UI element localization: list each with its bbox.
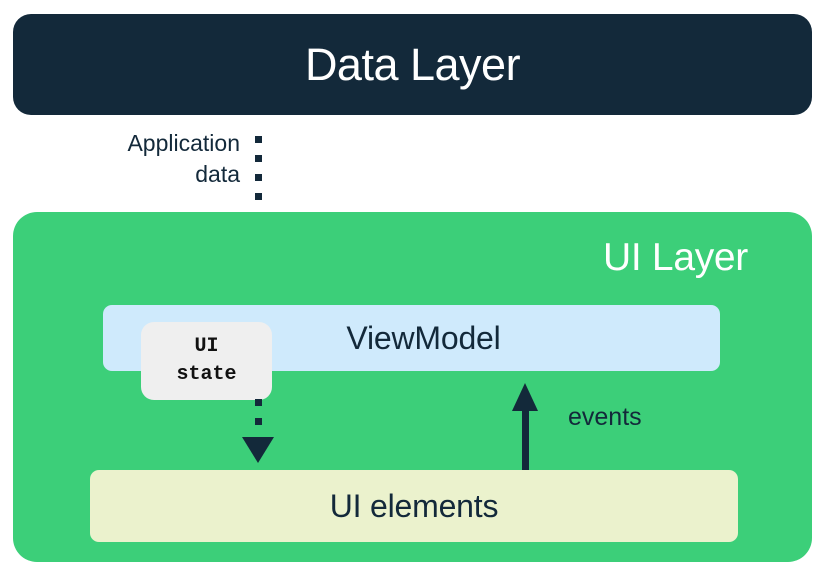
ui-state-chip-line-1: UI [194, 335, 219, 359]
application-data-label-line-1: Application [127, 130, 240, 156]
ui-state-chip-line-2: state [176, 363, 237, 386]
ui-state-dotted-line [255, 399, 262, 437]
application-data-label: Application data [40, 128, 240, 190]
data-layer-box: Data Layer [13, 14, 812, 115]
application-data-dotted-line [255, 136, 262, 268]
ui-state-chip: UI state [141, 322, 272, 400]
ui-layer-title: UI Layer [603, 236, 748, 279]
events-arrow-icon [512, 383, 539, 471]
ui-state-arrowhead-icon [242, 437, 274, 463]
ui-elements-box: UI elements [90, 470, 738, 542]
events-arrow-stem [522, 407, 529, 471]
events-label: events [568, 403, 642, 431]
ui-elements-label: UI elements [329, 487, 499, 524]
events-arrowhead-icon [512, 383, 538, 411]
application-data-label-line-2: data [195, 160, 240, 187]
data-layer-title: Data Layer [304, 39, 521, 90]
viewmodel-label: ViewModel [346, 319, 501, 356]
